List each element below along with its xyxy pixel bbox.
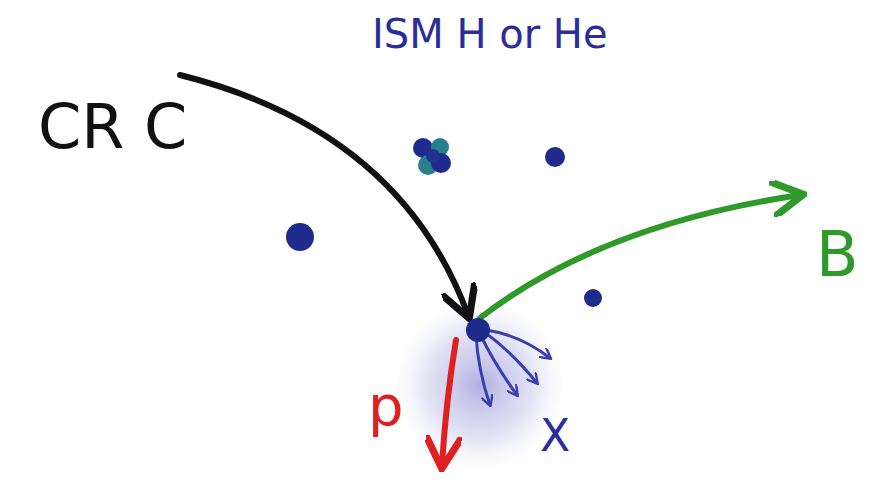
particle-label: CR C (38, 96, 187, 158)
fragment-lines (476, 330, 550, 405)
medium-label: ISM H or He (372, 14, 608, 54)
particle-label: p (368, 378, 404, 434)
particle-label: X (540, 414, 570, 458)
helium-nucleus (413, 138, 451, 175)
target-nucleus (466, 318, 490, 342)
collision-haze (395, 300, 565, 470)
ism-atom (545, 147, 565, 167)
ism-atom (286, 223, 314, 251)
incoming-arrow (180, 75, 468, 315)
ism-atom (584, 289, 602, 307)
particle-label: B (816, 224, 859, 286)
proton-arrow (442, 340, 456, 465)
boron-arrow (480, 195, 800, 318)
